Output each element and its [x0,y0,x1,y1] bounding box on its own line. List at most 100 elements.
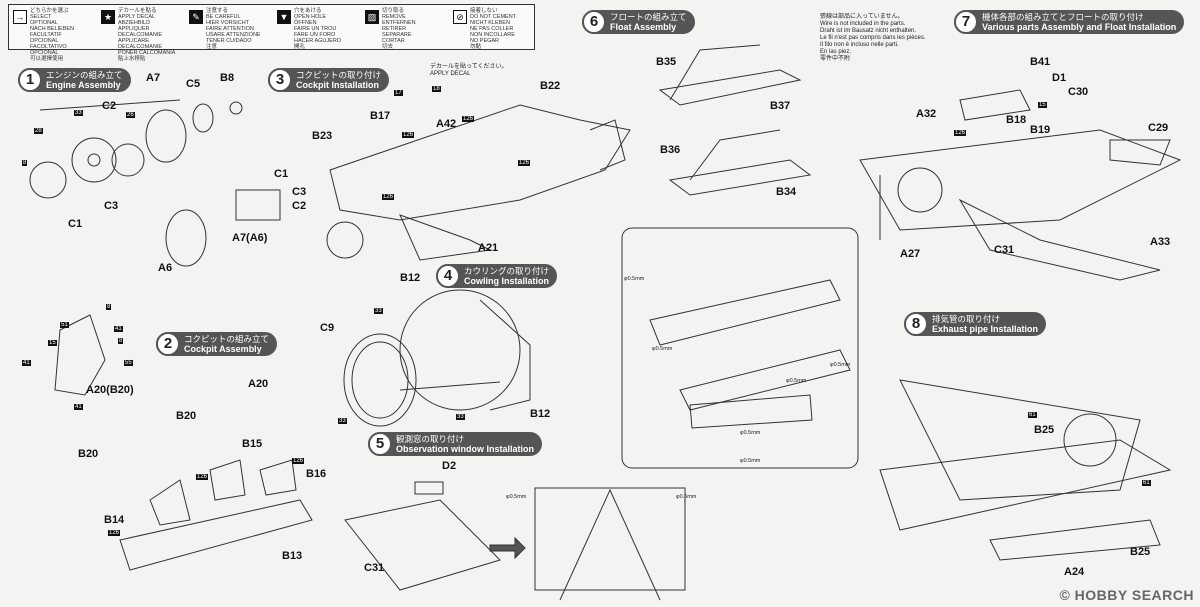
sign-icon: → [13,10,27,24]
part-number: 8 [118,338,124,344]
legend-item: ✎注意する BE CAREFUL HIER VORSICHT FAIRE ATT… [189,8,275,50]
star-icon: ★ [101,10,115,24]
part-label: B36 [660,144,681,156]
part-label: D2 [442,460,457,472]
part-label: B25 [1130,546,1151,558]
part-number: 41 [74,404,83,410]
icon-legend: →どちらかを選ぶ SELECT OPTIONAL NACH BELIEBEN F… [8,4,535,62]
drill-size-label: φ0.5mm [506,494,527,500]
part-label: A20 [248,378,269,390]
part-number: 8 [22,160,28,166]
part-label: B12 [530,408,551,420]
part-label: A7 [146,72,161,84]
part-number: 18 [432,86,441,92]
drill-size-label: φ0.5mm [740,458,761,464]
part-label: B35 [656,56,677,68]
part-label: B34 [776,186,797,198]
part-label: B20 [78,448,99,460]
part-number: 126 [518,160,531,166]
legend-item: ▼穴をあける OPEN HOLE ÖFFNEN FAIRE UN TROU FA… [277,8,363,50]
part-label: C9 [320,322,335,334]
part-label: B41 [1030,56,1051,68]
part-label: B25 [1034,424,1055,436]
part-number: 33 [374,308,383,314]
part-label: B14 [104,514,125,526]
part-number: 126 [402,132,415,138]
drill-size-label: φ0.5mm [740,430,761,436]
part-label: C31 [994,244,1015,256]
part-label: A6 [158,262,173,274]
part-label: A21 [478,242,499,254]
part-label: A20(B20) [86,384,134,396]
part-number: 15 [1038,102,1047,108]
part-label: B37 [770,100,791,112]
part-label: C1 [274,168,289,180]
part-label: B19 [1030,124,1051,136]
part-label: B18 [1006,114,1027,126]
part-label: C30 [1068,86,1089,98]
part-number: 41 [22,360,31,366]
part-label: C5 [186,78,201,90]
part-label: C29 [1148,122,1169,134]
open-hole-icon: ▼ [277,10,291,24]
legend-item: →どちらかを選ぶ SELECT OPTIONAL NACH BELIEBEN F… [13,8,99,62]
part-number: 8 [106,304,112,310]
part-label: C3 [292,186,307,198]
part-label: C3 [104,200,119,212]
part-number: 126 [108,530,121,536]
part-number: 28 [34,128,43,134]
part-label: A42 [436,118,457,130]
part-number: 61 [1142,480,1151,486]
caution-icon: ✎ [189,10,203,24]
part-number: 61 [1028,412,1037,418]
part-label: B17 [370,110,391,122]
part-label: C2 [102,100,117,112]
part-number: 26 [126,112,135,118]
part-label: B8 [220,72,235,84]
part-label: B13 [282,550,303,562]
part-label: A27 [900,248,921,260]
part-label: B23 [312,130,333,142]
legend-item: ★デカールを貼る APPLY DECAL ABZIEHBILD APPLIQUE… [101,8,187,62]
part-number: 126 [382,194,395,200]
part-number: 15 [48,340,57,346]
drill-size-label: φ0.5mm [676,494,697,500]
part-label: C1 [68,218,83,230]
part-label: A32 [916,108,937,120]
drill-size-label: φ0.5mm [830,362,851,368]
part-label: C31 [364,562,385,574]
part-number: 126 [196,474,209,480]
part-label: D1 [1052,72,1067,84]
watermark: © HOBBY SEARCH [1059,587,1194,603]
part-number: 55 [124,360,133,366]
part-number: 51 [60,322,69,328]
part-number: 33 [338,418,347,424]
decal-note: デカールを貼ってください。APPLY DECAL [430,64,508,77]
legend-item: ▨切り取る REMOVE ENTFERNEN RETIRER SEPARARE … [365,8,451,50]
part-number: 126 [462,116,475,122]
no-cement-icon: ⊘ [453,10,467,24]
part-number: 126 [292,458,305,464]
legend-item: ⊘接着しない DO NOT CEMENT NICHT KLEBEN NE PAS… [453,8,533,50]
drill-size-label: φ0.5mm [652,346,673,352]
drill-size-label: φ0.5mm [624,276,645,282]
part-number: 126 [954,130,967,136]
part-label: A24 [1064,566,1085,578]
part-label: B20 [176,410,197,422]
part-label: C2 [292,200,307,212]
part-label: A7(A6) [232,232,268,244]
part-number: 33 [456,414,465,420]
part-number: 41 [114,326,123,332]
part-label: B16 [306,468,327,480]
wire-note: 張線は部品に入っていません。 Wire is not included in t… [820,14,926,62]
part-label: B12 [400,272,421,284]
part-number: 33 [74,110,83,116]
